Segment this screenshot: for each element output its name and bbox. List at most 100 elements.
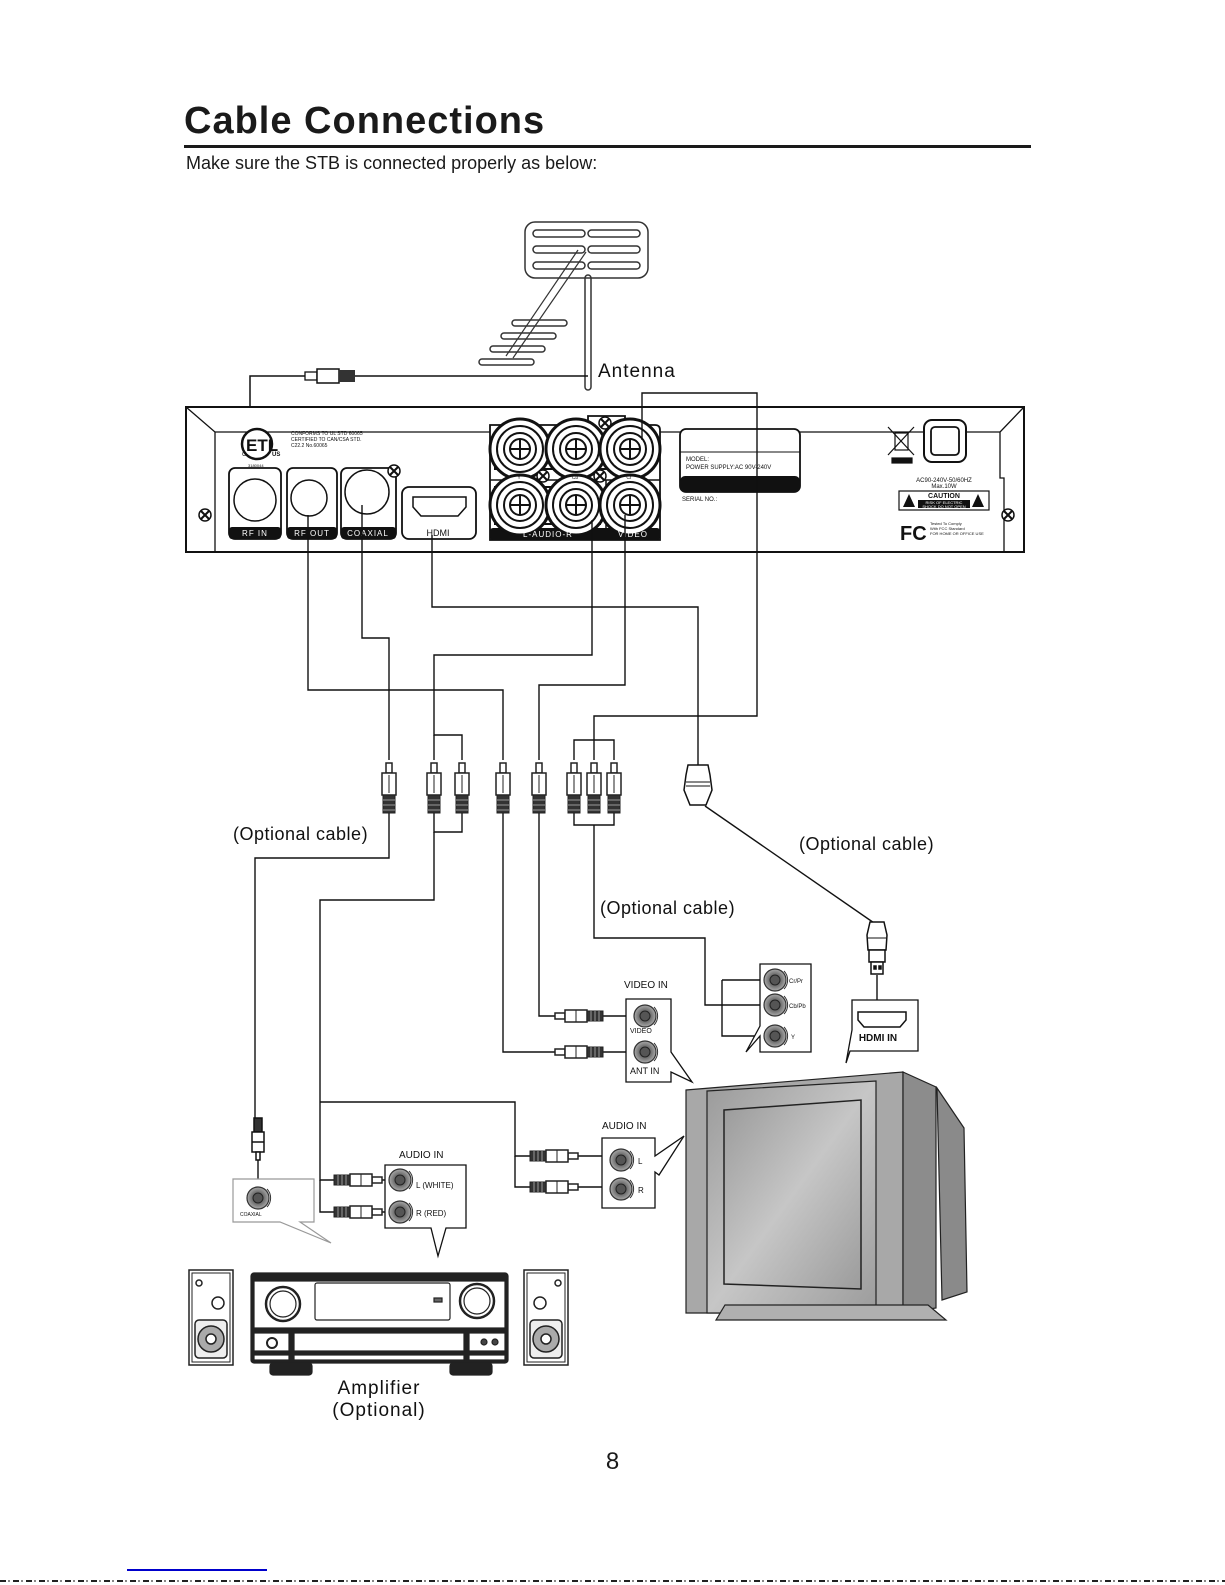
ac-rating: AC90-240V-50/60HZ <box>916 478 972 484</box>
port-label-rf-out: RF OUT <box>294 529 330 538</box>
amp-audio-in-title: AUDIO IN <box>399 1150 443 1161</box>
antenna-icon <box>478 221 649 391</box>
amplifier-optional-label: (Optional) <box>332 1400 425 1421</box>
cable-lines <box>254 392 878 1213</box>
page-title: Cable Connections <box>184 100 546 142</box>
rca-plug-icon <box>381 762 397 814</box>
amp-audio-r-label: R (RED) <box>416 1209 447 1218</box>
component-label-cr: Cr/Pr <box>789 979 803 985</box>
speaker-right-icon <box>523 1269 569 1366</box>
port-label-cr: Cr <box>626 475 632 481</box>
hdmi-plug-icon <box>866 921 888 975</box>
rca-plug-icon <box>426 762 442 814</box>
rf-in-port <box>228 467 282 540</box>
max-power: Max.10W <box>931 484 957 490</box>
tv-audio-in-title: AUDIO IN <box>602 1121 646 1132</box>
etl-text-2: CERTIFIED TO CAN/CSA STD. <box>291 437 362 443</box>
amplifier-label: Amplifier <box>338 1378 421 1399</box>
port-label-y: Y <box>517 475 521 481</box>
port-label-coaxial: COAXIAL <box>347 529 389 538</box>
caution-label <box>898 490 990 511</box>
fcc-line-3: FOR HOME OR OFFICE USE <box>930 531 984 536</box>
amp-coaxial-label: COAXIAL <box>240 1212 262 1218</box>
coax-plug-icon <box>304 368 355 384</box>
av-ports-block <box>488 415 662 541</box>
television-icon <box>685 1071 968 1321</box>
antenna-label: Antenna <box>598 361 676 382</box>
port-label-rf-in: RF IN <box>242 529 268 538</box>
tv-component-panel <box>745 963 812 1053</box>
tv-audio-r-label: R <box>638 1186 644 1195</box>
port-label-video: VIDEO <box>618 530 648 539</box>
amp-coaxial-panel <box>232 1178 332 1244</box>
power-socket <box>923 419 967 463</box>
rca-plug-icon <box>454 762 470 814</box>
rca-plug-icon <box>333 1173 383 1187</box>
screw-icon <box>387 464 401 478</box>
optional-cable-label-right: (Optional cable) <box>799 834 934 854</box>
label-power-supply: POWER SUPPLY:AC 90V-240V <box>686 465 771 471</box>
etl-text-3: C22.2 No.60065 <box>291 443 328 449</box>
rca-plug-icon <box>495 762 511 814</box>
etl-logo-icon: ETL <box>240 427 278 461</box>
jack-cr-icon <box>598 417 662 481</box>
caution-line-2: SHOCK DO NOT OPEN <box>922 504 965 509</box>
rca-plug-icon <box>529 1149 579 1163</box>
fcc-line-1: Tested To Comply <box>930 521 962 526</box>
optional-cable-label-left: (Optional cable) <box>233 824 368 844</box>
optional-cable-label-center: (Optional cable) <box>600 898 735 918</box>
footer-link-underline[interactable] <box>127 1569 267 1571</box>
footer-border <box>0 1580 1225 1582</box>
page-number: 8 <box>605 1448 620 1475</box>
tv-video-in-panel <box>625 998 694 1084</box>
speaker-left-icon <box>188 1269 234 1366</box>
rca-plug-icon <box>554 1045 604 1059</box>
label-model: MODEL: <box>686 457 709 463</box>
tv-audio-l-label: L <box>638 1157 643 1166</box>
rca-plug-icon <box>333 1205 383 1219</box>
amp-audio-l-label: L (WHITE) <box>416 1181 454 1190</box>
tv-video-jack-label: VIDEO <box>630 1028 652 1035</box>
port-label-cb: Cb <box>572 475 579 481</box>
label-serial: SERIAL NO.: <box>682 497 717 503</box>
svg-text:FC: FC <box>900 523 927 545</box>
page-subtitle: Make sure the STB is connected properly … <box>186 153 598 173</box>
etl-text-1: CONFORMS TO UL STD 60065 <box>291 431 363 437</box>
weee-bin-icon <box>887 426 915 464</box>
caution-title: CAUTION <box>928 493 960 500</box>
component-label-y: Y <box>791 1035 795 1041</box>
rca-plug-icon <box>586 762 602 814</box>
rca-plug-icon <box>529 1180 579 1194</box>
amplifier-icon <box>250 1272 509 1376</box>
svg-text:ETL: ETL <box>246 436 278 455</box>
hdmi-plug-icon <box>683 764 713 806</box>
coaxial-port <box>340 464 401 540</box>
model-label-plate <box>679 428 801 493</box>
hdmi-port <box>401 486 477 540</box>
stb-rear-panel: ETL C US 3180044 CONFORMS TO UL STD 6006… <box>185 406 1025 553</box>
rca-plug-row <box>381 762 622 814</box>
title-rule <box>184 145 1031 148</box>
caution-line-1: RISK OF ELECTRIC <box>926 500 963 505</box>
rca-plug-icon <box>554 1009 604 1023</box>
component-label-cb: Cb/Pb <box>789 1004 806 1010</box>
amp-audio-in-panel <box>384 1164 467 1259</box>
tv-hdmi-in-label: HDMI IN <box>859 1033 897 1044</box>
rca-plug-icon <box>566 762 582 814</box>
coax-plug-vertical-icon <box>251 1117 265 1161</box>
port-label-audio: L-AUDIO-R <box>523 530 573 539</box>
jack-audio-l-icon <box>488 473 552 537</box>
etl-us: US <box>272 452 280 458</box>
jack-video-icon <box>598 473 662 537</box>
tv-audio-in-panel <box>601 1135 685 1209</box>
port-label-hdmi: HDMI <box>427 528 450 538</box>
fcc-line-2: With FCC Standard <box>930 526 965 531</box>
tv-ant-in-label: ANT IN <box>630 1066 659 1076</box>
jack-audio-r-icon <box>544 473 608 537</box>
rf-out-port <box>286 467 338 540</box>
tv-video-in-title: VIDEO IN <box>624 980 668 991</box>
etl-number: 3180044 <box>248 463 264 468</box>
screw-icon <box>198 508 212 522</box>
fcc-logo-icon: FC <box>900 523 927 545</box>
